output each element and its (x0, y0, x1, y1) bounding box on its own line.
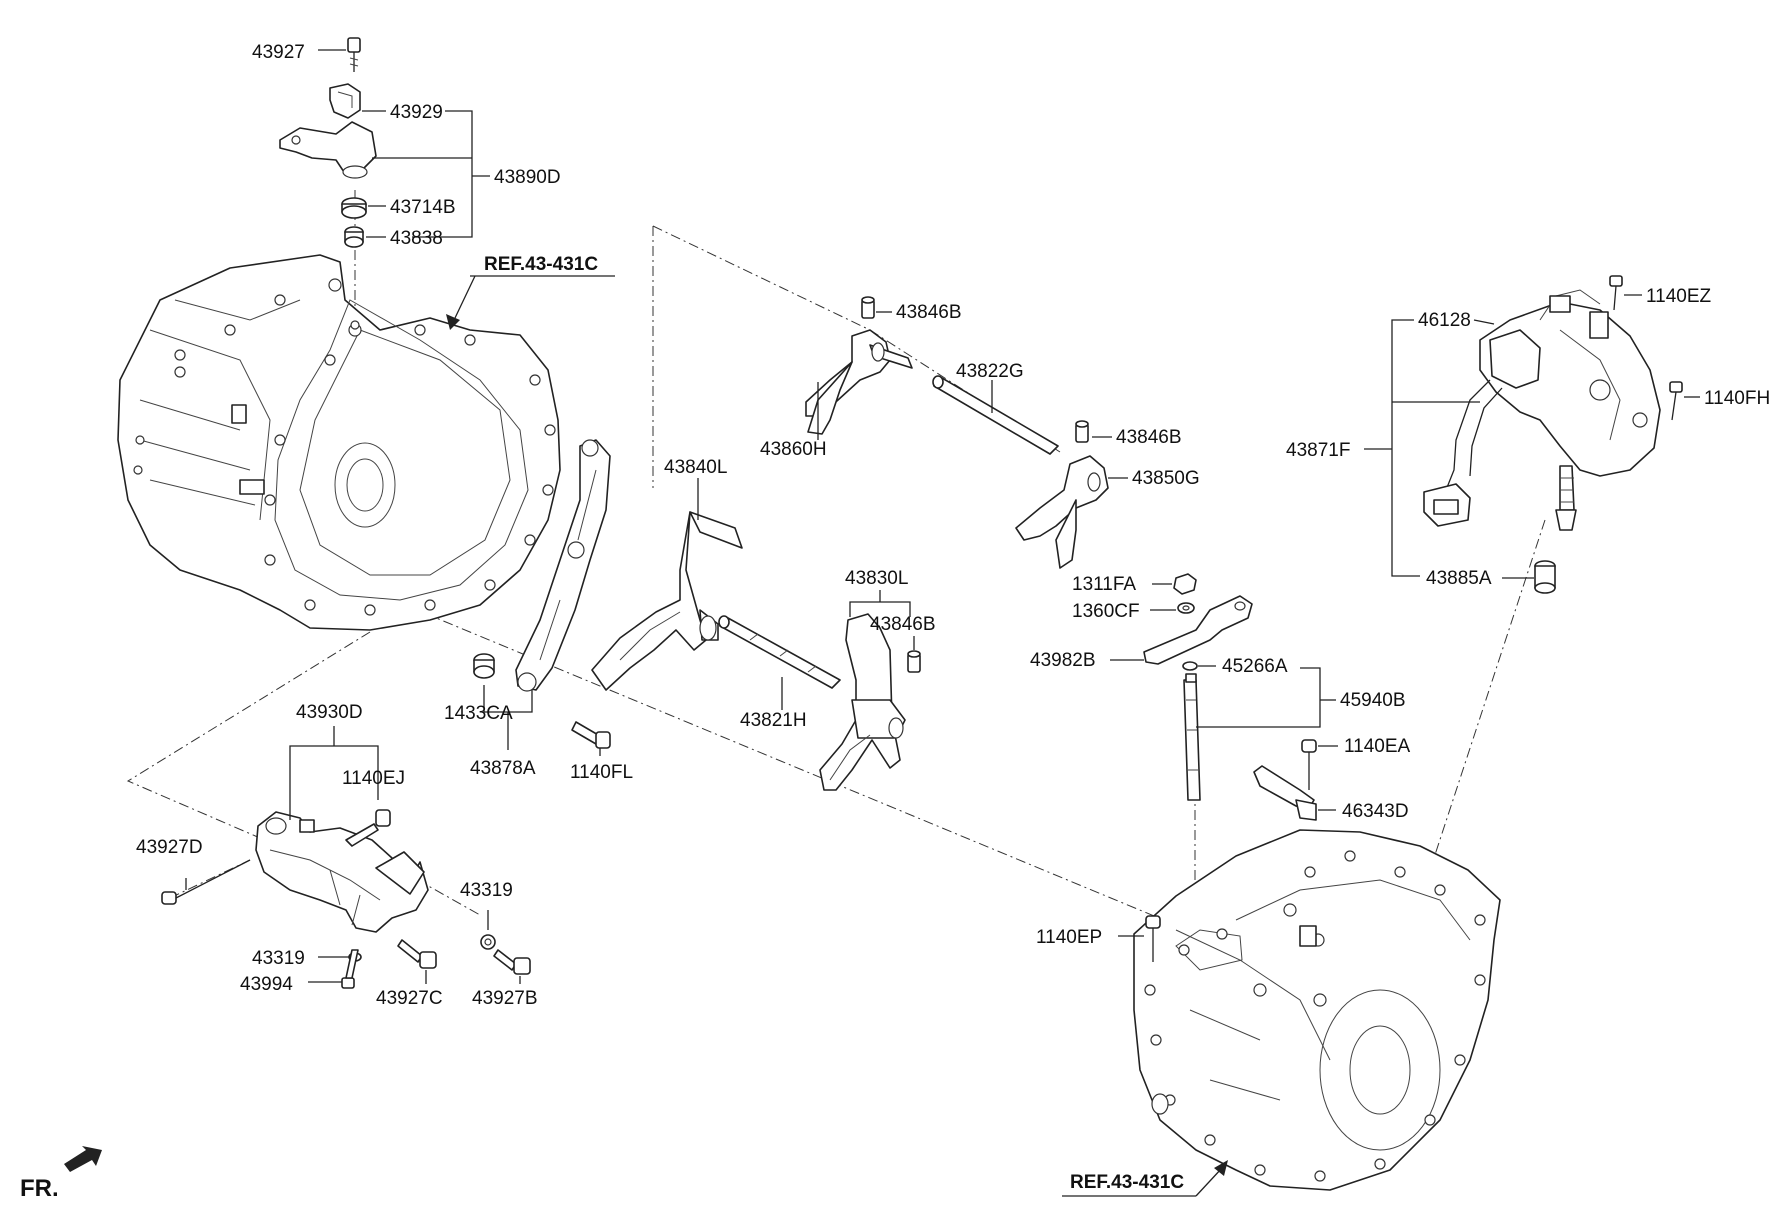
washer-1360CF (1177, 602, 1195, 614)
label-43319-a: 43319 (460, 880, 513, 901)
label-43927B: 43927B (472, 988, 538, 1009)
bolt-1140EA (1301, 739, 1317, 790)
seal-43714B (341, 197, 367, 219)
label-1433CA: 1433CA (444, 703, 513, 724)
shift-rail-43822G (932, 375, 1059, 455)
pin-43846B-a (861, 296, 875, 319)
shift-fork-43840L (591, 511, 743, 691)
label-43714B: 43714B (390, 197, 456, 218)
bushing-43838 (344, 226, 364, 248)
label-43846B-c: 43846B (870, 614, 936, 635)
bracket-43982B (1143, 595, 1253, 665)
bolt-1140EJ (345, 809, 391, 847)
bolt-43927B (493, 949, 531, 975)
bolt-1140FL (571, 721, 611, 749)
label-43838: 43838 (390, 228, 443, 249)
label-43982B: 43982B (1030, 650, 1096, 671)
label-43871F: 43871F (1286, 440, 1350, 461)
ref-label-bottom: REF.43-431C (1070, 1172, 1184, 1193)
label-43927C: 43927C (376, 988, 443, 1009)
label-1140EZ: 1140EZ (1646, 286, 1712, 307)
oring-45266A (1182, 661, 1198, 671)
bracket-46343D (1253, 765, 1317, 821)
label-1140FL: 1140FL (570, 762, 633, 783)
nut-1311FA (1173, 573, 1197, 595)
label-43830L: 43830L (845, 568, 908, 589)
bolt-1140EZ (1609, 275, 1623, 311)
label-43890D: 43890D (494, 167, 561, 188)
label-43929: 43929 (390, 102, 443, 123)
shift-fork-43860H (805, 329, 913, 435)
label-46128: 46128 (1418, 310, 1471, 331)
sleeve-43885A (1534, 560, 1556, 594)
front-arrow-icon (64, 1146, 102, 1172)
label-43319-b: 43319 (252, 948, 305, 969)
transmission-housing-right (1133, 829, 1501, 1191)
label-45266A: 45266A (1222, 656, 1288, 677)
shift-control-43930D (255, 811, 429, 933)
transmission-housing-left (117, 254, 561, 631)
label-43850G: 43850G (1132, 468, 1200, 489)
label-43846B-a: 43846B (896, 302, 962, 323)
shaft-45940B (1183, 673, 1201, 801)
label-43840L: 43840L (664, 457, 727, 478)
ref-arrow-top (446, 314, 460, 330)
washer-43319-a (480, 934, 496, 950)
bolt-1140FH (1669, 381, 1683, 421)
label-1360CF: 1360CF (1072, 601, 1140, 622)
bolt-43927C (397, 939, 437, 969)
shift-fork-43830L (819, 613, 906, 791)
label-43885A: 43885A (1426, 568, 1492, 589)
label-1140FH: 1140FH (1704, 388, 1770, 409)
label-43860H: 43860H (760, 439, 827, 460)
label-1140EP: 1140EP (1036, 927, 1102, 948)
shift-fork-43850G (1015, 455, 1109, 569)
label-1311FA: 1311FA (1072, 574, 1136, 595)
bushing-1433CA (473, 653, 495, 679)
label-43927D: 43927D (136, 837, 203, 858)
ref-arrow-bottom (1214, 1160, 1228, 1176)
ref-label-top: REF.43-431C (484, 254, 598, 275)
front-label: FR. (20, 1175, 59, 1202)
bolt-1140EP (1145, 915, 1161, 962)
shift-rail-43821H (718, 615, 841, 689)
bolt-43927 (347, 37, 361, 72)
label-43878A: 43878A (470, 758, 536, 779)
label-43994: 43994 (240, 974, 293, 995)
bracket-43890D (279, 121, 377, 179)
part-labels: 43927 43929 43890D 43714B 43838 43846B 4… (136, 42, 1770, 1009)
pin-43846B-c (907, 650, 921, 673)
shift-actuator-43871F (1423, 289, 1661, 531)
shift-lever-43878A (515, 439, 611, 692)
pin-43846B-b (1075, 420, 1089, 443)
label-43930D: 43930D (296, 702, 363, 723)
label-43846B-b: 43846B (1116, 427, 1182, 448)
label-1140EA: 1140EA (1344, 736, 1411, 757)
label-43927: 43927 (252, 42, 305, 63)
bolt-43994 (341, 949, 359, 989)
label-43822G: 43822G (956, 361, 1024, 382)
label-45940B: 45940B (1340, 690, 1406, 711)
label-43821H: 43821H (740, 710, 807, 731)
bolt-43927D (161, 859, 251, 905)
label-46343D: 46343D (1342, 801, 1409, 822)
clip-43929 (329, 83, 361, 119)
label-1140EJ: 1140EJ (342, 768, 405, 789)
